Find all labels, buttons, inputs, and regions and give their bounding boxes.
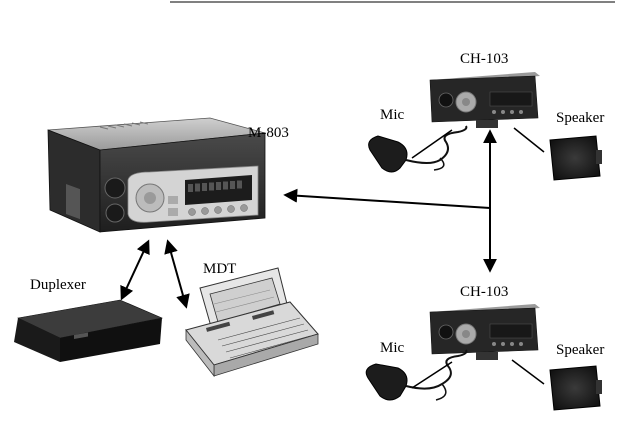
speaker-top [550, 136, 602, 180]
ch103-control-head-bottom [430, 304, 540, 360]
mdt-terminal [186, 268, 318, 376]
label-ch103-top: CH-103 [460, 52, 508, 67]
arrow-to-m803 [286, 195, 490, 208]
speaker-top-connector [514, 128, 544, 152]
mic-bottom-connector [412, 362, 452, 388]
speaker-bottom-connector [512, 360, 544, 384]
duplexer-unit [14, 300, 162, 362]
mic-bottom [366, 350, 466, 400]
label-mic-bottom: Mic [380, 341, 404, 356]
label-mic-top: Mic [380, 108, 404, 123]
label-speaker-top: Speaker [556, 111, 604, 126]
label-speaker-bottom: Speaker [556, 343, 604, 358]
label-duplexer: Duplexer [30, 278, 86, 293]
label-m803: M-803 [248, 126, 289, 141]
m803-radio-unit [48, 118, 265, 232]
speaker-bottom [550, 366, 602, 410]
arrow-m803-mdt [168, 242, 186, 306]
label-mdt: MDT [203, 262, 236, 277]
ch103-control-head-top [430, 72, 540, 128]
mic-top [369, 126, 467, 172]
label-ch103-bottom: CH-103 [460, 285, 508, 300]
arrow-m803-duplexer [122, 242, 148, 298]
